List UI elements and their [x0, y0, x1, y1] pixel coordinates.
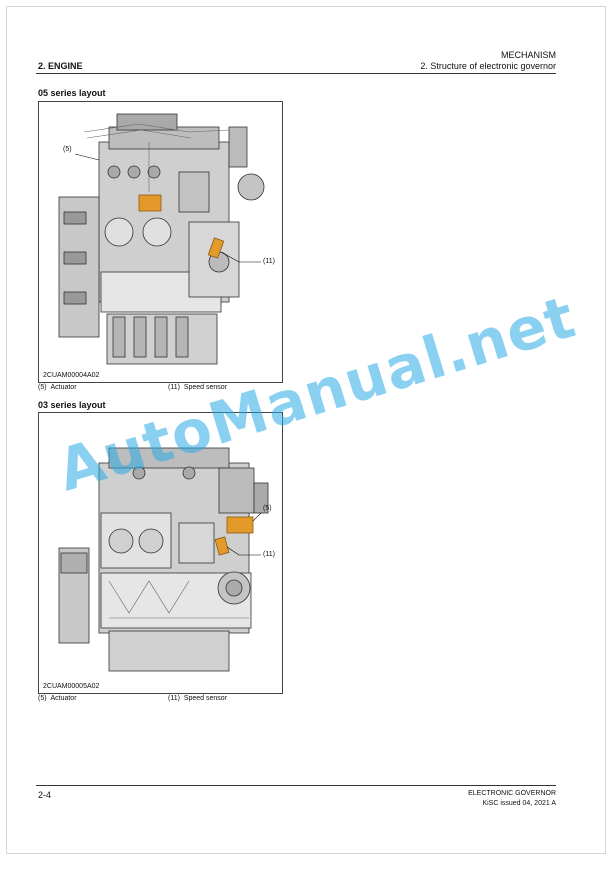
page-number: 2-4	[38, 790, 52, 800]
actuator-highlight	[138, 194, 162, 212]
callout-actuator: (5)	[263, 505, 272, 512]
footer-doc-title: ELECTRONIC GOVERNOR	[468, 790, 556, 797]
figure-1-title: 05 series layout	[38, 88, 106, 98]
header-subsection: 2. Structure of electronic governor	[420, 61, 556, 71]
speed-sensor-highlight	[207, 237, 225, 259]
figure-1-code: 2CUAM00004A02	[43, 372, 100, 379]
legend-1-actuator: (5) Actuator	[38, 384, 77, 391]
engine-05-illustration	[58, 113, 265, 365]
legend-num: (5)	[38, 384, 47, 391]
figure-1-box: (5) (11) 2CUAM00004A02	[38, 101, 283, 383]
legend-2-actuator: (5) Actuator	[38, 695, 77, 702]
footer-divider	[36, 785, 556, 786]
speed-sensor-highlight	[214, 536, 230, 556]
legend-num: (11)	[168, 695, 180, 702]
figure-2-title: 03 series layout	[38, 400, 106, 410]
footer-issue: KiSC issued 04, 2021 A	[482, 800, 556, 807]
callout-actuator: (5)	[63, 146, 72, 153]
callout-speed-sensor: (11)	[263, 258, 275, 265]
legend-num: (11)	[168, 384, 180, 391]
legend-text: Speed sensor	[183, 695, 228, 702]
legend-text: Actuator	[50, 384, 77, 391]
legend-1-speed-sensor: (11) Speed sensor	[168, 384, 227, 391]
legend-num: (5)	[38, 695, 47, 702]
callout-speed-sensor: (11)	[263, 551, 275, 558]
engine-03-illustration	[58, 447, 269, 672]
actuator-highlight	[226, 516, 254, 534]
header-divider	[36, 73, 556, 74]
legend-2-speed-sensor: (11) Speed sensor	[168, 695, 227, 702]
legend-text: Actuator	[50, 695, 77, 702]
legend-text: Speed sensor	[183, 384, 228, 391]
figure-2-box: (5) (11) 2CUAM00005A02	[38, 412, 283, 694]
header-section: MECHANISM	[500, 50, 556, 60]
header-chapter: 2. ENGINE	[38, 61, 83, 71]
figure-2-code: 2CUAM00005A02	[43, 683, 100, 690]
